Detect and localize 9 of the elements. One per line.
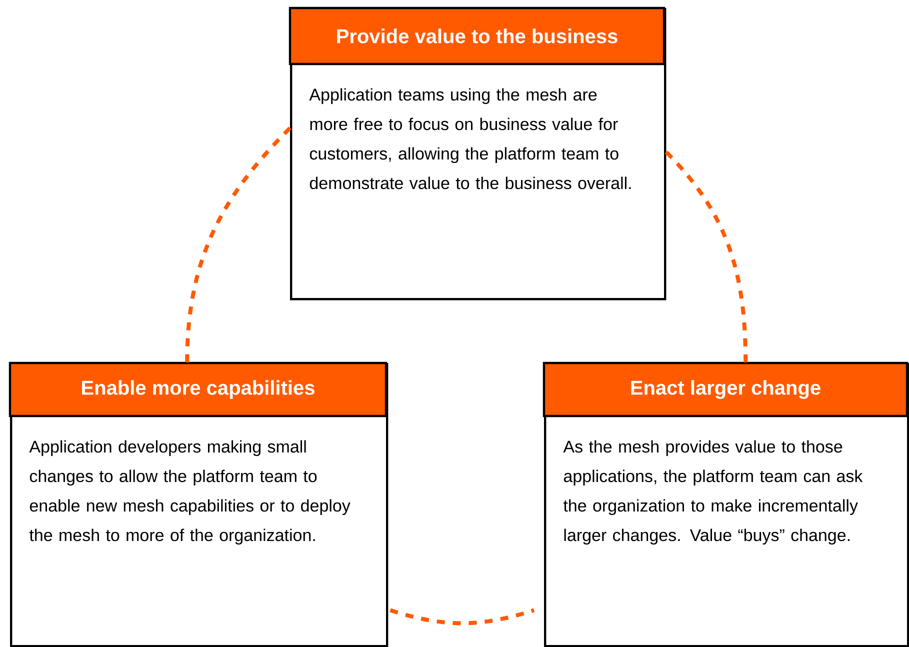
heading-bar: Enact larger change <box>542 362 908 418</box>
dashed-connector <box>664 150 748 364</box>
card-text: Application developers making small changes to allow the platform team to enable new mesh capabilities or to deploy the mesh to more of the organization. <box>29 440 350 545</box>
card-text: As the mesh provides value to those applications, the platform team can ask the organization to make incrementally larger changes. Value “buys” change. <box>563 440 863 545</box>
heading-bar: Enable more capabilities <box>8 362 388 418</box>
heading-bar: Provide value to the business <box>288 6 666 66</box>
dashed-connector <box>390 608 535 626</box>
card-text: Application teams using the mesh are more free to focus on business value for customers, allowing the platform team to demonstrate value to the business overall. <box>309 88 631 190</box>
dashed-connector <box>185 126 292 364</box>
